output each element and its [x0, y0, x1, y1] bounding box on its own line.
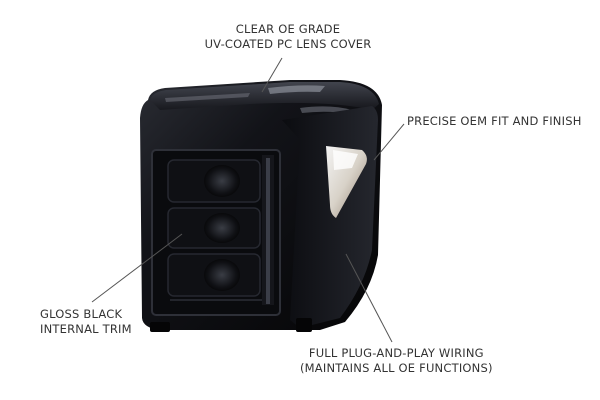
mounting-tab: [296, 318, 312, 332]
callout-fit-line1: PRECISE OEM FIT AND FINISH: [407, 114, 582, 128]
callout-trim-line2: INTERNAL TRIM: [40, 322, 132, 336]
leader-line-wiring: [345, 253, 393, 343]
callout-wiring-line1: FULL PLUG-AND-PLAY WIRING: [308, 346, 484, 360]
callout-trim-line1: GLOSS BLACK: [40, 307, 123, 321]
leader-line-lens: [261, 57, 283, 93]
side-marker-reflector: [333, 150, 358, 170]
callout-oem-fit: PRECISE OEM FIT AND FINISH: [407, 114, 582, 129]
callout-wiring: FULL PLUG-AND-PLAY WIRING (MAINTAINS ALL…: [300, 346, 493, 376]
callout-lens-line2: UV-COATED PC LENS COVER: [204, 37, 372, 51]
led-light-bar: [266, 158, 270, 304]
callout-internal-trim: GLOSS BLACK INTERNAL TRIM: [40, 307, 132, 337]
leader-line-trim: [91, 233, 183, 303]
mounting-tab: [150, 322, 170, 332]
lens-highlight: [268, 85, 325, 94]
leader-line-fit: [373, 123, 405, 161]
callout-lens-line1: CLEAR OE GRADE: [235, 22, 341, 36]
callout-lens-cover: CLEAR OE GRADE UV-COATED PC LENS COVER: [168, 22, 408, 52]
lens-highlight: [165, 93, 250, 102]
callout-wiring-line2: (MAINTAINS ALL OE FUNCTIONS): [300, 361, 493, 375]
